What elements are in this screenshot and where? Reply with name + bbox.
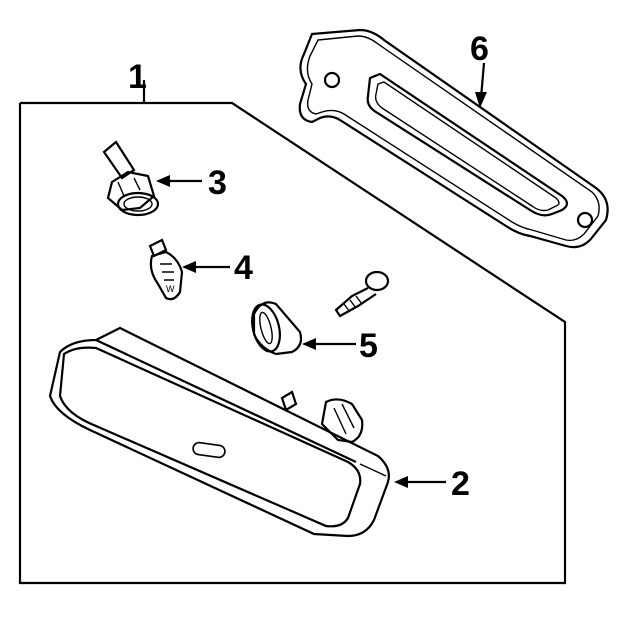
callout-4: 4	[234, 249, 253, 287]
gasket-part-6	[298, 28, 609, 249]
socket-part-3	[102, 140, 160, 217]
callout-1: 1	[128, 58, 147, 96]
leader-2	[394, 476, 446, 488]
screw	[334, 270, 390, 318]
bulb-part-4: W	[148, 238, 184, 301]
leader-4	[182, 261, 230, 273]
leader-3	[156, 175, 202, 187]
callout-3: 3	[208, 164, 227, 202]
callout-6: 6	[470, 30, 489, 68]
svg-text:W: W	[166, 284, 175, 294]
leader-6	[475, 62, 487, 108]
assembly-outline	[18, 80, 567, 585]
leader-5	[302, 338, 356, 350]
lamp-part-2	[48, 326, 390, 538]
callout-2: 2	[451, 465, 470, 503]
clip-part-5	[251, 301, 303, 356]
callout-5: 5	[359, 327, 378, 365]
